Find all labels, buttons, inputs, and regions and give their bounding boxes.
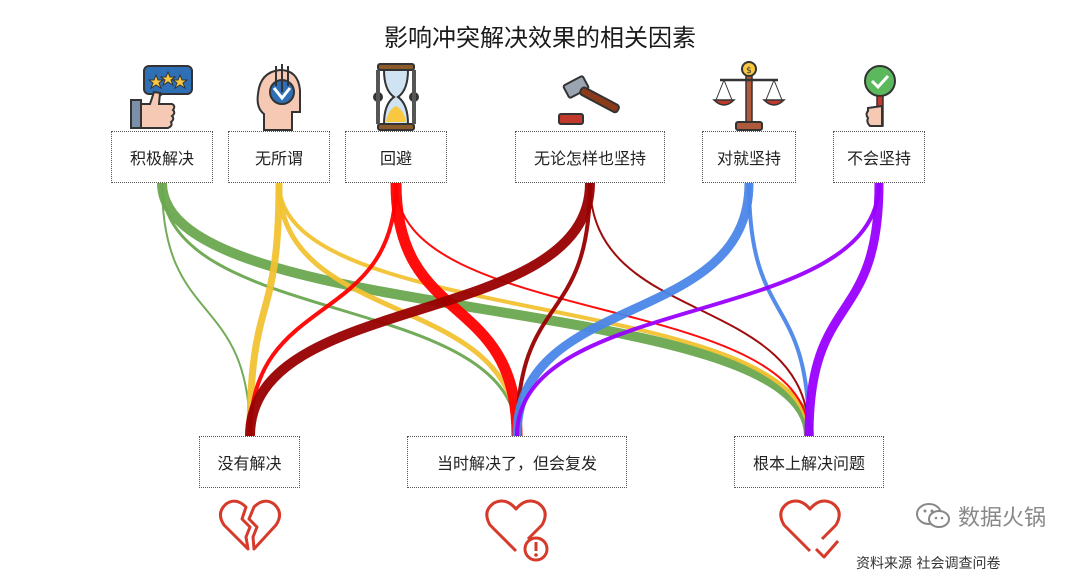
- flow-1-to-2: [277, 182, 811, 437]
- flow-4-to-1: [512, 182, 754, 437]
- flow-0-to-1: [160, 182, 519, 437]
- source-box-wont-insist: 不会坚持: [833, 131, 925, 183]
- flow-2-to-2: [395, 182, 810, 437]
- watermark: 数据火锅: [915, 500, 1046, 532]
- gavel-icon: [558, 75, 620, 125]
- flow-0-to-0: [161, 182, 251, 437]
- outcome-box-temporary: 当时解决了，但会复发: [407, 436, 627, 488]
- flow-2-to-0: [248, 182, 398, 437]
- outcome-box-resolved: 根本上解决问题: [734, 436, 884, 488]
- flow-1-to-1: [276, 182, 520, 437]
- flow-5-to-2: [804, 182, 884, 437]
- svg-text:$: $: [746, 66, 752, 76]
- checkmark-sign-icon: [864, 65, 896, 127]
- source-footnote: 资料来源 社会调查问卷: [856, 556, 1001, 572]
- hourglass-icon: [373, 63, 419, 131]
- source-box-avoid: 回避: [345, 131, 447, 183]
- flow-3-to-0: [245, 182, 595, 437]
- watermark-text: 数据火锅: [957, 506, 1046, 531]
- flow-0-to-2: [157, 182, 814, 437]
- outcome-box-unresolved: 没有解决: [199, 436, 300, 488]
- flow-1-to-0: [246, 182, 283, 437]
- heart-check-icon: [779, 499, 841, 559]
- thumbs-up-rating-icon: [130, 65, 193, 129]
- broken-heart-icon: [219, 499, 281, 551]
- source-box-indifferent: 无所谓: [228, 131, 330, 183]
- flow-5-to-1: [515, 182, 881, 437]
- head-arrow-icon: [256, 64, 301, 131]
- flow-4-to-2: [747, 182, 811, 437]
- heart-warning-icon: [485, 499, 549, 562]
- source-box-insist-if-right: 对就坚持: [702, 131, 796, 183]
- source-box-insist-anyway: 无论怎样也坚持: [515, 131, 665, 183]
- scales-icon: $: [712, 61, 786, 131]
- flow-2-to-1: [390, 182, 523, 437]
- diagram-title: 影响冲突解决效果的相关因素: [384, 24, 696, 52]
- flow-3-to-1: [515, 182, 592, 437]
- wechat-icon: [915, 503, 950, 528]
- source-box-active: 积极解决: [111, 131, 213, 183]
